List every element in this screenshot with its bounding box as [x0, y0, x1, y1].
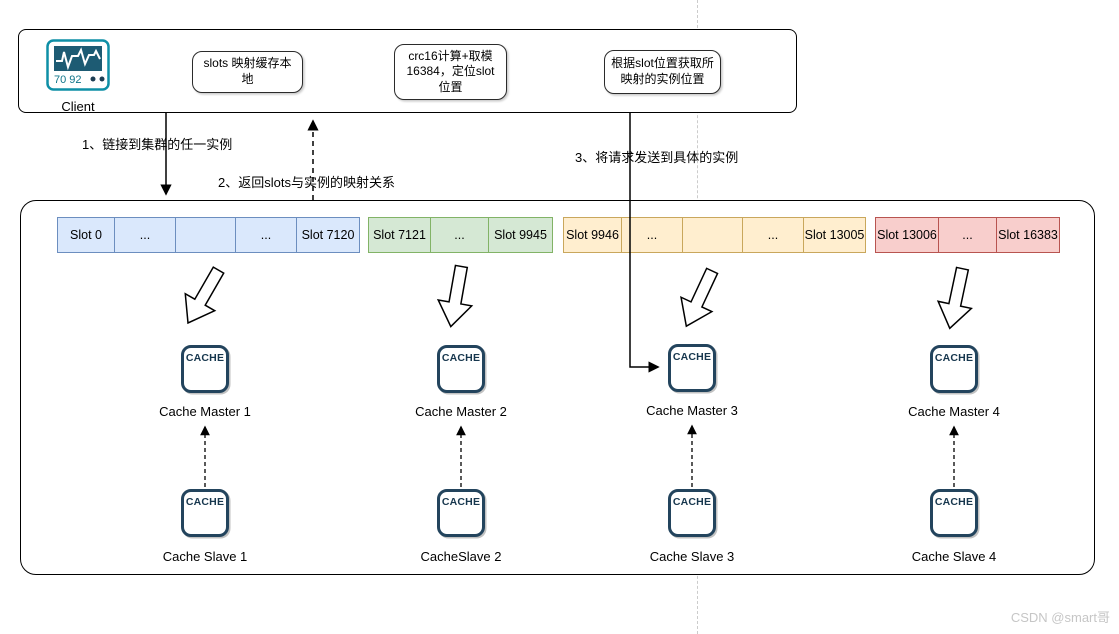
- cache-slave-4-node: CACHE: [930, 489, 978, 537]
- cache-node-text: CACHE: [441, 352, 481, 364]
- slot-cell: [176, 218, 236, 252]
- client-node: 70 92 Client: [46, 39, 110, 114]
- slot-cell: Slot 9945: [494, 228, 547, 242]
- slot-table-master3: Slot 9946 ... ... Slot 13005: [563, 217, 866, 253]
- slot-cell: ...: [115, 218, 176, 252]
- client-label: Client: [61, 99, 95, 114]
- cache-slave-1-node: CACHE: [181, 489, 229, 537]
- cache-node-text: CACHE: [672, 496, 712, 508]
- cache-slave-3-node: CACHE: [668, 489, 716, 537]
- slot-cell: Slot 7120: [301, 228, 355, 242]
- cache-master-1-label: Cache Master 1: [159, 404, 251, 419]
- edge-label-step3: 3、将请求发送到具体的实例: [575, 150, 739, 165]
- cache-master-1-node: CACHE: [181, 345, 229, 393]
- cache-node-text: CACHE: [934, 496, 974, 508]
- slot-cell: ...: [939, 218, 997, 252]
- slot-cell: Slot 16383: [998, 228, 1058, 242]
- client-monitor-icon: 70 92: [46, 39, 110, 91]
- slot-cell: Slot 7121: [369, 218, 431, 252]
- cache-master-4-node: CACHE: [930, 345, 978, 393]
- slot-table-master2: Slot 7121 ... Slot 9945: [368, 217, 553, 253]
- edge-label-step1: 1、链接到集群的任一实例: [82, 137, 233, 152]
- client-monitor-values: 70 92: [54, 74, 82, 86]
- cache-master-2-node: CACHE: [437, 345, 485, 393]
- cache-node-text: CACHE: [185, 352, 225, 364]
- cache-slave-3-label: Cache Slave 3: [649, 549, 735, 564]
- slot-cell: ...: [622, 218, 683, 252]
- flow-box-locate-instance: 根据slot位置获取所映射的实例位置: [604, 50, 721, 94]
- cache-slave-4-label: Cache Slave 4: [911, 549, 997, 564]
- cache-master-3-label: Cache Master 3: [646, 403, 738, 418]
- cache-node-text: CACHE: [441, 496, 481, 508]
- cache-master-2-label: Cache Master 2: [415, 404, 507, 419]
- flow-box-slots-cache: slots 映射缓存本地: [192, 51, 303, 93]
- cache-master-3-node: CACHE: [668, 344, 716, 392]
- cache-slave-2-node: CACHE: [437, 489, 485, 537]
- cache-node-text: CACHE: [934, 352, 974, 364]
- slot-cell: Slot 9946: [564, 218, 622, 252]
- flow-box-crc16: crc16计算+取模16384，定位slot位置: [394, 44, 507, 100]
- edge-label-step2: 2、返回slots与实例的映射关系: [218, 175, 395, 190]
- cache-master-4-label: Cache Master 4: [908, 404, 1000, 419]
- slot-table-master1: Slot 0 ... ... Slot 7120: [57, 217, 360, 253]
- watermark: CSDN @smart哥: [1010, 610, 1110, 625]
- cache-node-text: CACHE: [185, 496, 225, 508]
- slot-cell: ...: [743, 218, 804, 252]
- slot-cell: Slot 13005: [804, 228, 865, 242]
- slot-cell: Slot 13006: [876, 218, 939, 252]
- slot-cell: ...: [431, 218, 489, 252]
- slot-cell: Slot 0: [58, 218, 115, 252]
- cache-slave-1-label: Cache Slave 1: [162, 549, 248, 564]
- cache-slave-2-label: CacheSlave 2: [420, 549, 502, 564]
- slot-cell: [683, 218, 743, 252]
- cache-node-text: CACHE: [672, 351, 712, 363]
- slot-table-master4: Slot 13006 ... Slot 16383: [875, 217, 1060, 253]
- slot-cell: ...: [236, 218, 297, 252]
